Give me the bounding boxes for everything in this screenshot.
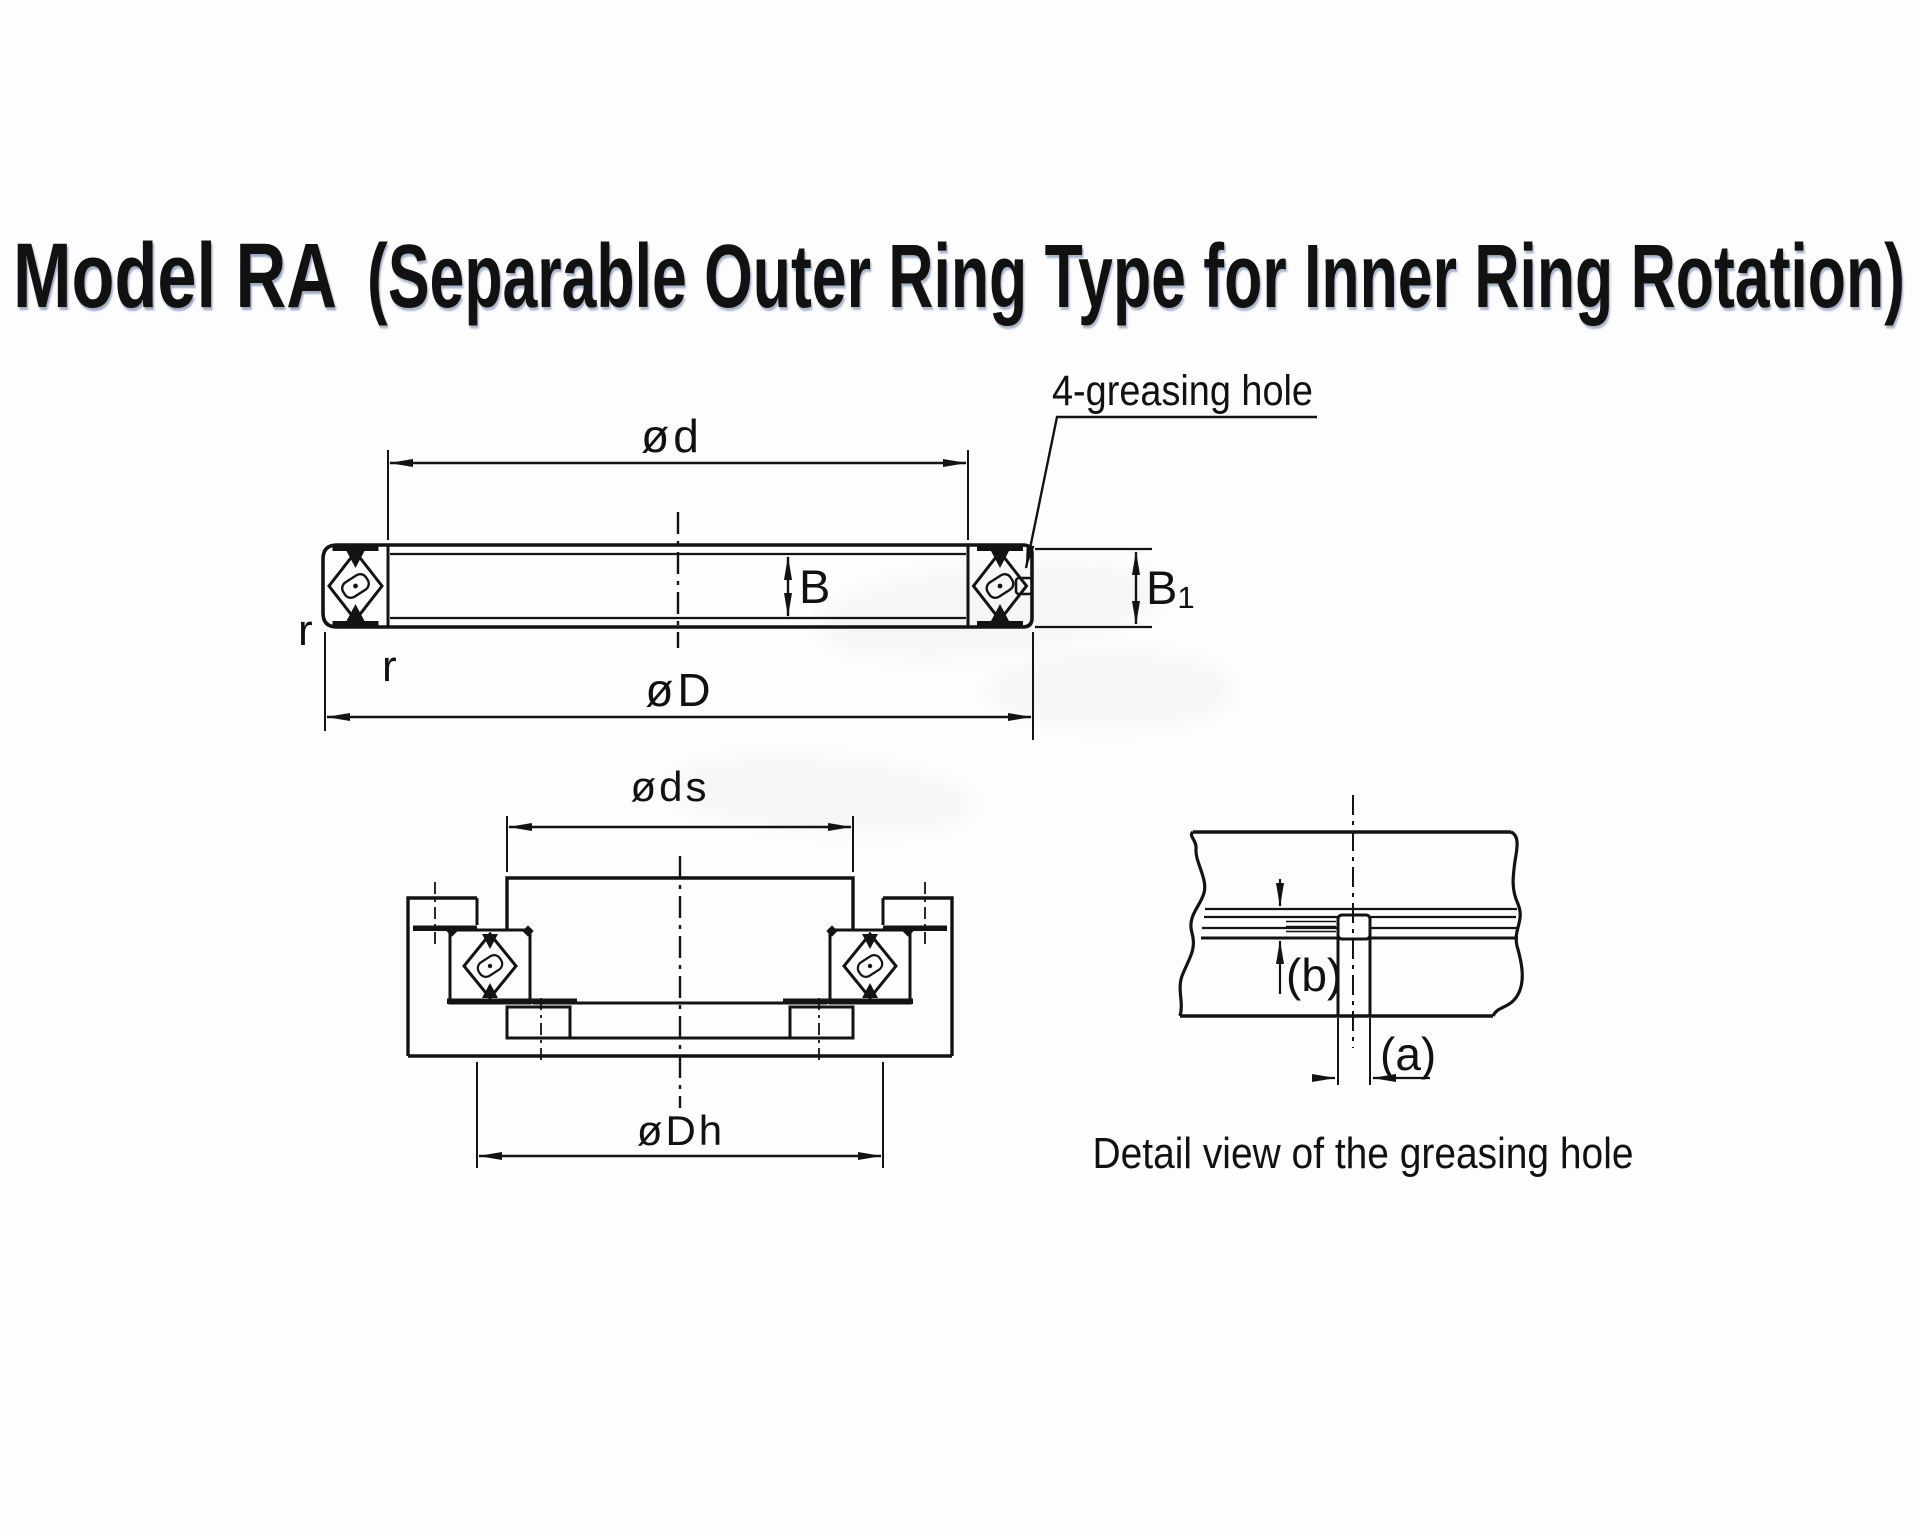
fillet-label-bottom: r [382, 642, 397, 691]
dim-hole-diameter-label: (a) [1380, 1028, 1436, 1080]
greasing-callout: 4-greasing hole [1024, 367, 1317, 569]
housing-right-block [883, 896, 954, 1056]
b1-subscript: 1 [1177, 580, 1194, 615]
b1-main: B [1146, 561, 1177, 614]
dim-inner-diameter: ød [387, 410, 969, 540]
mounted-cross-section-view: øds øDh [406, 763, 954, 1168]
title-model: Model RA [13, 225, 337, 327]
top-cross-section-view: ød øD B B1 r r 4-greasing hole [298, 367, 1317, 740]
title: Model RA (Separable Outer Ring Type for … [13, 225, 1905, 327]
fillet-label-top: r [298, 606, 313, 655]
housing-left-block [406, 896, 477, 1056]
crossed-roller-left [327, 545, 384, 627]
greasing-hole-detail-view: (b) (a) Detail view of the greasing hole [1093, 795, 1634, 1178]
detail-view-caption: Detail view of the greasing hole [1093, 1129, 1634, 1178]
dim-inner-diameter-label: ød [641, 410, 703, 462]
plate-left-notch [505, 1005, 572, 1040]
dim-hole-diameter: (a) [1312, 1028, 1436, 1082]
grease-groove-lines [1201, 907, 1518, 940]
plate-right-notch [788, 1005, 855, 1040]
dim-width-b1: B1 [1035, 547, 1195, 629]
dim-groove-depth: (b) [1276, 879, 1342, 1001]
detail-plate-right-break-edge [1491, 830, 1524, 1017]
dim-groove-depth-label: (b) [1286, 949, 1342, 1001]
dim-housing-diameter-label: øDh [637, 1107, 725, 1154]
dim-outer-diameter: øD [324, 632, 1034, 740]
greasing-callout-label: 4-greasing hole [1052, 367, 1313, 415]
dim-shaft-diameter-label: øds [630, 763, 709, 810]
dim-housing-diameter: øDh [476, 1062, 884, 1168]
greasing-hole-mark [1014, 576, 1034, 596]
mounted-roller-left [413, 925, 577, 1005]
dim-width-b: B [784, 556, 830, 617]
dim-outer-diameter-label: øD [645, 664, 714, 716]
title-subtitle: (Separable Outer Ring Type for Inner Rin… [367, 227, 1905, 327]
dim-width-b-label: B [799, 560, 830, 613]
watermark-smudge [670, 564, 1230, 831]
dim-shaft-diameter: øds [506, 763, 854, 872]
detail-plate-left-break-edge [1178, 830, 1207, 1017]
dim-width-b1-label: B1 [1146, 561, 1195, 615]
crossed-roller-right [971, 545, 1029, 627]
mounted-roller-right [783, 925, 947, 1005]
